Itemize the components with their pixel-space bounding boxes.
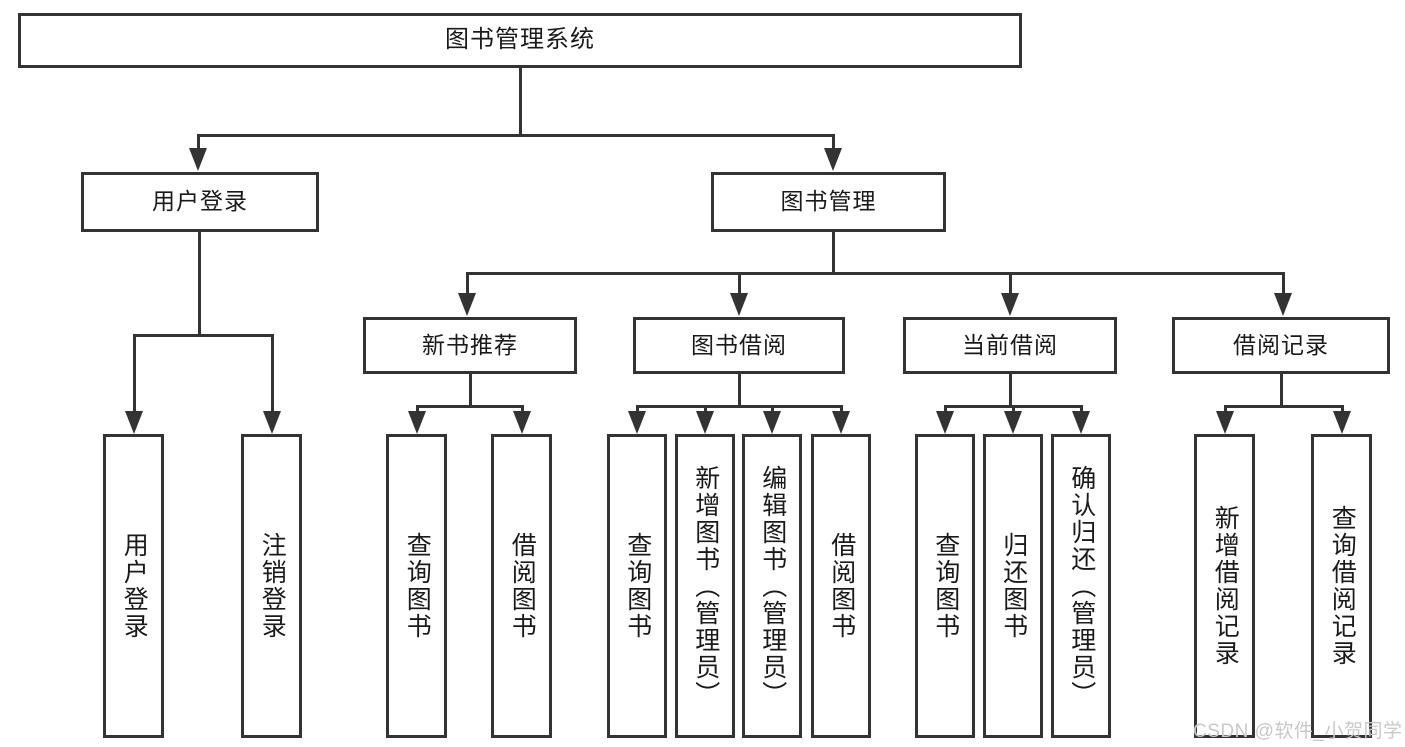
leaf-borrow-add-book[interactable]: 新增图书（管理员）: [675, 434, 735, 738]
node-label: 确认归还（管理员）: [1067, 464, 1096, 708]
arrow-borrow-leaf-3: [763, 411, 781, 434]
edge-bookmgmt-drop-2: [738, 272, 741, 297]
leaf-current-query-book[interactable]: 查询图书: [915, 434, 975, 738]
edge-bookmgmt-drop-3: [1009, 272, 1012, 297]
node-label: 新书推荐: [422, 331, 518, 358]
edge-root-stem: [519, 68, 522, 134]
node-book-management[interactable]: 图书管理: [711, 172, 946, 232]
arrow-root-to-userlogin: [189, 148, 207, 171]
edge-borrow-stem: [738, 374, 741, 407]
node-borrow-record[interactable]: 借阅记录: [1172, 317, 1390, 374]
leaf-user-login[interactable]: 用户登录: [103, 434, 164, 738]
node-label: 注销登录: [258, 532, 287, 640]
node-label: 借阅图书: [508, 532, 537, 640]
node-label: 当前借阅: [962, 331, 1058, 358]
leaf-record-query-record[interactable]: 查询借阅记录: [1311, 434, 1372, 738]
node-current-borrow[interactable]: 当前借阅: [903, 317, 1117, 374]
edge-userlogin-bus: [133, 334, 274, 337]
node-label: 新增借阅记录: [1211, 505, 1240, 667]
arrow-current-leaf-2: [1004, 411, 1022, 434]
leaf-newbook-query-book[interactable]: 查询图书: [386, 434, 447, 738]
node-user-login[interactable]: 用户登录: [81, 172, 319, 232]
leaf-current-return-book[interactable]: 归还图书: [983, 434, 1043, 738]
arrow-root-to-bookmgmt: [824, 148, 842, 171]
node-label: 借阅图书: [827, 532, 856, 640]
leaf-record-add-record[interactable]: 新增借阅记录: [1194, 434, 1255, 738]
csdn-watermark: CSDN @软件_小贺同学: [1193, 721, 1403, 742]
node-label: 图书管理: [780, 188, 877, 215]
node-label: 查询图书: [403, 532, 432, 640]
node-label: 借阅记录: [1233, 331, 1329, 358]
edge-borrow-bus: [636, 405, 843, 408]
node-label: 新增图书（管理员）: [691, 464, 720, 708]
arrow-newbook-leaf-1: [408, 411, 426, 434]
arrow-bookmgmt-to-current: [1001, 293, 1019, 316]
edge-current-stem: [1009, 374, 1012, 407]
leaf-logout[interactable]: 注销登录: [241, 434, 302, 738]
node-label: 归还图书: [999, 532, 1028, 640]
node-label: 图书借阅: [691, 331, 787, 358]
node-label: 用户登录: [120, 532, 149, 640]
arrow-record-leaf-1: [1216, 411, 1234, 434]
arrow-userlogin-leaf-2: [263, 411, 281, 434]
arrow-current-leaf-3: [1072, 411, 1090, 434]
arrow-borrow-leaf-1: [628, 411, 646, 434]
edge-root-to-bookmgmt: [832, 134, 835, 152]
arrow-borrow-leaf-2: [696, 411, 714, 434]
arrow-bookmgmt-to-borrow: [730, 293, 748, 316]
edge-newbook-bus: [416, 405, 524, 408]
edge-userlogin-drop-1: [133, 334, 136, 415]
edge-root-bus: [197, 134, 835, 137]
edge-bookmgmt-drop-1: [466, 272, 469, 297]
arrow-borrow-leaf-4: [832, 411, 850, 434]
node-root-system[interactable]: 图书管理系统: [18, 13, 1022, 68]
node-new-book-recommend[interactable]: 新书推荐: [363, 317, 577, 374]
leaf-borrow-query-book[interactable]: 查询图书: [607, 434, 667, 738]
leaf-borrow-edit-book[interactable]: 编辑图书（管理员）: [742, 434, 802, 738]
edge-root-to-userlogin: [197, 134, 200, 152]
leaf-borrow-borrow-book[interactable]: 借阅图书: [811, 434, 871, 738]
edge-record-stem: [1280, 374, 1283, 407]
node-label: 用户登录: [152, 188, 248, 215]
arrow-record-leaf-2: [1333, 411, 1351, 434]
edge-newbook-stem: [469, 374, 472, 407]
leaf-newbook-borrow-book[interactable]: 借阅图书: [491, 434, 552, 738]
arrow-bookmgmt-to-newbook: [458, 293, 476, 316]
edge-bookmgmt-stem: [832, 232, 835, 274]
node-label: 查询图书: [623, 532, 652, 640]
edge-bookmgmt-drop-4: [1282, 272, 1285, 297]
edge-userlogin-drop-2: [271, 334, 274, 415]
arrow-bookmgmt-to-record: [1274, 293, 1292, 316]
arrow-newbook-leaf-2: [513, 411, 531, 434]
node-label: 图书管理系统: [445, 26, 595, 54]
arrow-current-leaf-1: [936, 411, 954, 434]
arrow-userlogin-leaf-1: [125, 411, 143, 434]
edge-userlogin-stem: [198, 232, 201, 336]
node-label: 查询图书: [931, 532, 960, 640]
leaf-current-confirm-return[interactable]: 确认归还（管理员）: [1051, 434, 1111, 738]
node-label: 编辑图书（管理员）: [758, 464, 787, 708]
edge-record-bus: [1224, 405, 1343, 408]
node-label: 查询借阅记录: [1328, 505, 1357, 667]
node-book-borrow[interactable]: 图书借阅: [633, 317, 845, 374]
edge-bookmgmt-bus: [466, 272, 1282, 275]
